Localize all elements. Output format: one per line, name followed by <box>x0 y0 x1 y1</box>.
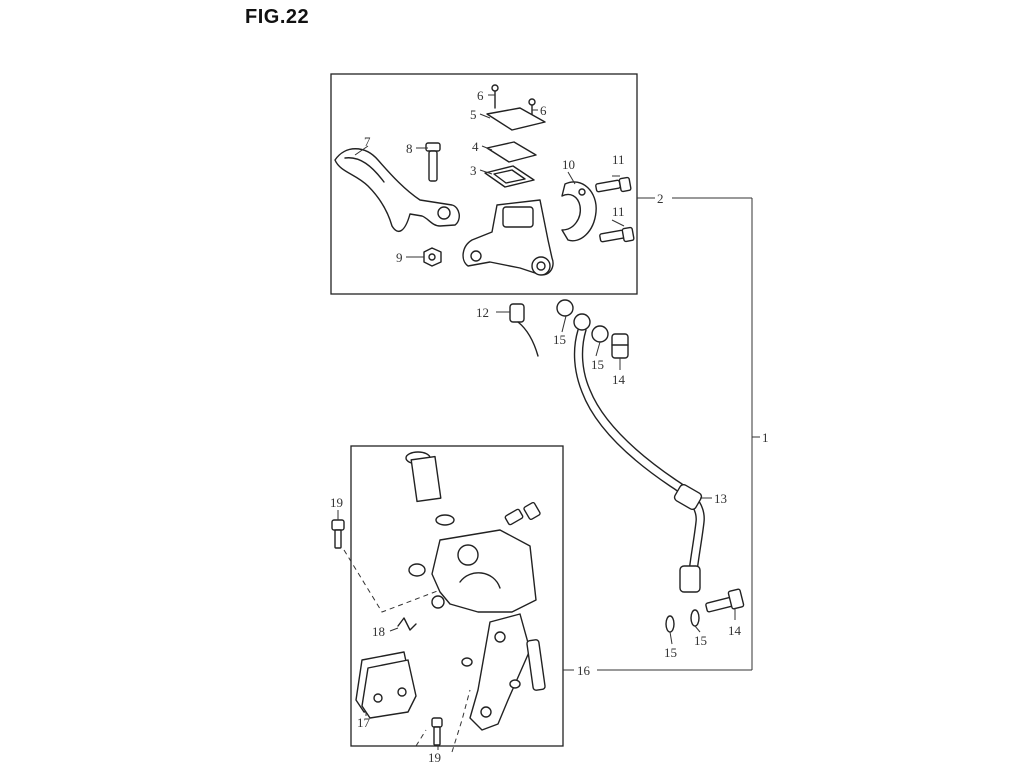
copper-washer-upper-2 <box>573 313 591 331</box>
copper-washer-upper-1 <box>556 299 574 317</box>
callout-3: 3 <box>470 163 477 178</box>
copper-washer-upper-3 <box>591 325 609 343</box>
callout-2: 2 <box>657 191 664 206</box>
callout-5: 5 <box>470 107 477 122</box>
caliper-mounting-bolt-upper <box>331 519 345 549</box>
callout-6b: 6 <box>540 103 547 118</box>
bracket-bushing <box>461 657 473 667</box>
callout-8: 8 <box>406 141 413 156</box>
clamp-bolt-lower <box>599 226 635 243</box>
bleeder-valve <box>504 501 541 526</box>
caliper-group-frame <box>350 445 564 747</box>
caliper-mounting-bolt-lower <box>431 717 443 746</box>
callout-4: 4 <box>472 139 479 154</box>
figure-title: FIG.22 <box>245 6 310 28</box>
callout-7: 7 <box>364 134 371 149</box>
callout-12: 12 <box>476 305 489 320</box>
handlebar-clamp <box>561 181 597 242</box>
reservoir-cap <box>486 107 546 131</box>
callout-19b: 19 <box>428 750 441 765</box>
caliper-slide-pin <box>405 451 455 526</box>
callout-6a: 6 <box>477 88 484 103</box>
caliper-body <box>431 529 537 613</box>
assembly-path-bolt <box>415 729 427 747</box>
master-cylinder-body <box>462 199 554 276</box>
caliper-seal <box>408 563 426 577</box>
diaphragm-plate <box>486 141 537 163</box>
callout-14b: 14 <box>728 623 742 638</box>
master-cylinder-group-frame <box>330 73 638 295</box>
leader-lines <box>337 94 736 750</box>
callout-15a: 15 <box>553 332 566 347</box>
callout-16: 16 <box>577 663 591 678</box>
copper-washer-lower-2 <box>690 609 700 627</box>
assembly-path-lower <box>451 689 471 753</box>
callout-9: 9 <box>396 250 403 265</box>
callout-15c: 15 <box>664 645 677 660</box>
rubber-diaphragm <box>484 165 535 188</box>
banjo-bolt-lower <box>705 588 745 613</box>
copper-washer-lower-1 <box>665 615 675 633</box>
brake-hose <box>573 329 705 593</box>
callout-11a: 11 <box>612 152 625 167</box>
clamp-bolt-upper <box>595 176 632 193</box>
callout-10: 10 <box>562 157 575 172</box>
callout-17: 17 <box>357 715 371 730</box>
brake-pads <box>355 651 417 719</box>
bracket-pin <box>526 639 546 691</box>
callout-15d: 15 <box>694 633 707 648</box>
pivot-nut <box>423 247 442 267</box>
callout-15b: 15 <box>591 357 604 372</box>
pivot-bolt <box>425 142 441 182</box>
callout-18: 18 <box>372 624 385 639</box>
banjo-bolt-upper <box>611 333 629 359</box>
brake-lever <box>334 148 460 233</box>
assembly-path-upper <box>343 549 441 613</box>
brake-light-switch <box>509 303 539 357</box>
callout-19a: 19 <box>330 495 343 510</box>
callout-1: 1 <box>762 430 769 445</box>
cap-screw-left <box>491 84 499 109</box>
pad-spring-clip <box>397 617 417 631</box>
pin-boot <box>509 679 521 689</box>
callout-11b: 11 <box>612 204 625 219</box>
callout-14a: 14 <box>612 372 626 387</box>
callout-13: 13 <box>714 491 727 506</box>
caliper-bracket <box>469 613 531 731</box>
assembly-bracket <box>563 197 760 671</box>
